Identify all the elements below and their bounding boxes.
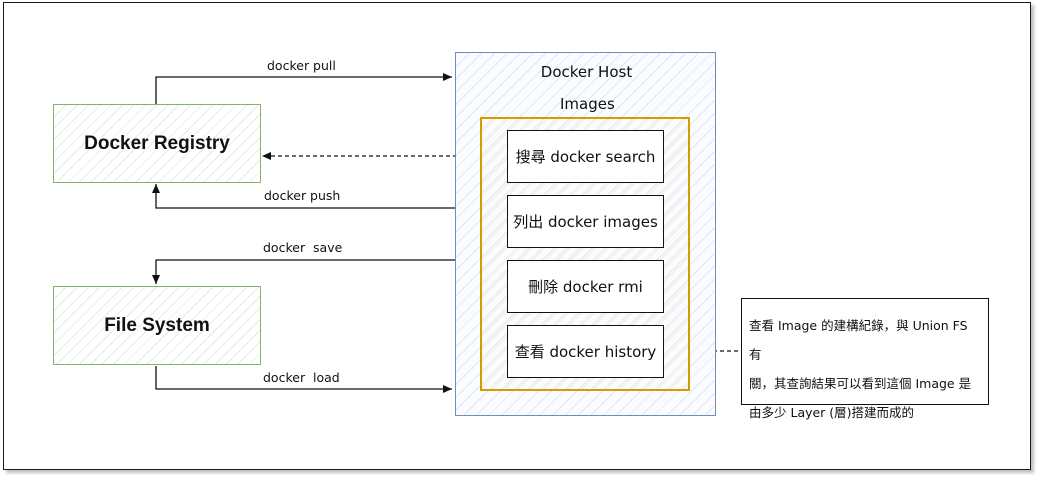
docker-images-box[interactable]: 列出 docker images xyxy=(507,195,664,248)
load-arrow xyxy=(155,366,452,393)
docker-images-label: 列出 docker images xyxy=(513,213,658,231)
docker-history-label: 查看 docker history xyxy=(514,343,657,361)
file-system-label: File System xyxy=(104,314,210,336)
docker-pull-label: docker pull xyxy=(267,58,336,73)
docker-rmi-box[interactable]: 刪除 docker rmi xyxy=(507,260,664,313)
push-arrow xyxy=(152,184,455,209)
docker-rmi-label: 刪除 docker rmi xyxy=(528,278,643,296)
note-line-3: 由多少 Layer (層)搭建而成的 xyxy=(749,405,915,420)
file-system-node[interactable]: File System xyxy=(53,286,261,365)
docker-registry-label: Docker Registry xyxy=(84,132,230,154)
docker-push-label: docker push xyxy=(264,188,341,203)
docker-registry-node[interactable]: Docker Registry xyxy=(53,104,261,183)
docker-host-label: Docker Host xyxy=(540,63,633,81)
images-label: Images xyxy=(560,95,615,113)
note-line-1: 查看 Image 的建構紀錄，與 Union FS 有 xyxy=(749,318,968,362)
docker-history-box[interactable]: 查看 docker history xyxy=(507,325,664,378)
pull-arrow xyxy=(155,73,452,104)
docker-search-box[interactable]: 搜尋 docker search xyxy=(507,130,664,183)
docker-search-label: 搜尋 docker search xyxy=(515,148,656,166)
history-note[interactable]: 查看 Image 的建構紀錄，與 Union FS 有 關，其查詢結果可以看到這… xyxy=(741,298,989,420)
docker-save-label: docker save xyxy=(263,240,343,255)
note-line-2: 關，其查詢結果可以看到這個 Image 是 xyxy=(749,376,972,391)
docker-load-label: docker load xyxy=(263,370,340,385)
save-arrow xyxy=(152,259,455,284)
